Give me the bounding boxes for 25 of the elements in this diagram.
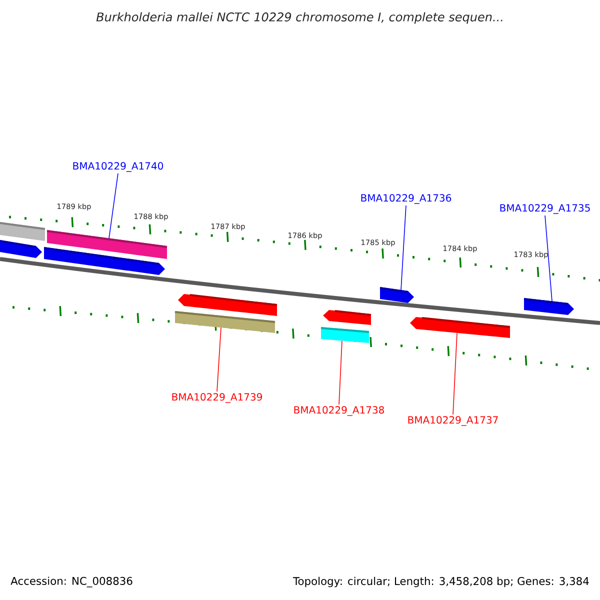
- gene-label: BMA10229_A1735: [500, 204, 590, 214]
- leader-line: [338, 340, 342, 405]
- gene-block: [410, 317, 510, 338]
- gene-block: [524, 298, 574, 315]
- gene-label: BMA10229_A1736: [361, 194, 452, 204]
- summary-text: Topology: circular; Length: 3,458,208 bp; Genes: 3,384: [293, 576, 589, 588]
- gene-block: [323, 310, 372, 325]
- accession-text: Accession: NC_008836: [10, 576, 132, 588]
- gene-block: [0, 222, 46, 241]
- leader-line: [216, 327, 222, 392]
- gene-label: BMA10229_A1739: [172, 393, 262, 403]
- gene-block: [178, 294, 278, 316]
- gene-label: BMA10229_A1737: [408, 416, 498, 426]
- title: Burkholderia mallei NCTC 10229 chromosome I, complete sequen...: [96, 12, 502, 24]
- leader-line: [400, 205, 406, 290]
- gene-block: [380, 287, 414, 303]
- gene-label: BMA10229_A1740: [73, 162, 164, 172]
- leader-line: [544, 215, 552, 302]
- leader-line: [108, 173, 118, 239]
- gene-block: [44, 247, 165, 275]
- gene-label: BMA10229_A1738: [294, 406, 384, 416]
- gene-block: [320, 327, 370, 343]
- gene-block: [174, 311, 276, 333]
- gene-block: [0, 240, 42, 258]
- leader-line: [452, 332, 458, 415]
